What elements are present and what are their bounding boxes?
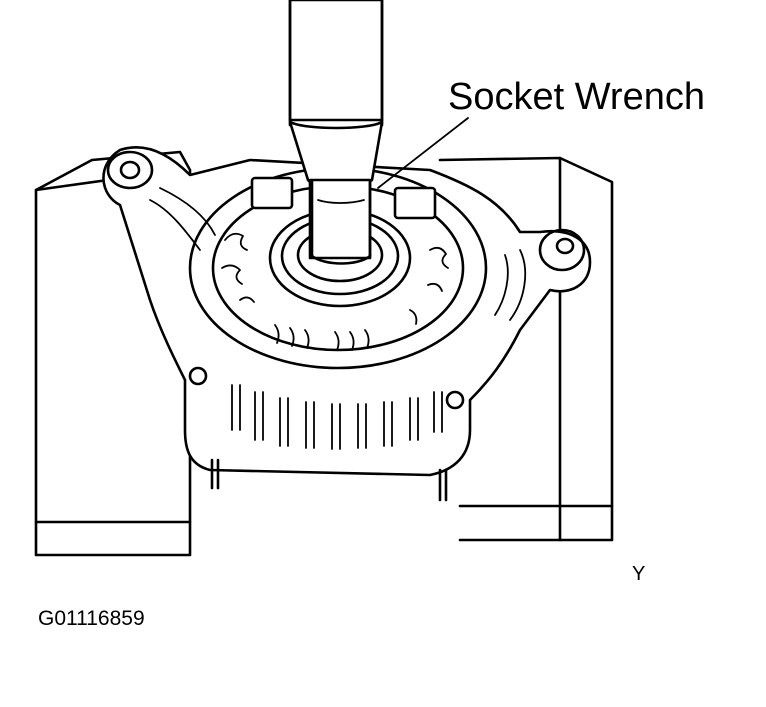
- callout-leader-line: [377, 117, 469, 189]
- socket-wrench-label: Socket Wrench: [448, 76, 705, 118]
- figure-id: G01116859: [38, 607, 145, 630]
- right-support-block: [438, 156, 614, 542]
- alternator-housing: [102, 146, 592, 502]
- cooling-fins: [231, 384, 443, 450]
- view-letter: Y: [632, 563, 646, 585]
- socket-wrench: [288, 0, 384, 265]
